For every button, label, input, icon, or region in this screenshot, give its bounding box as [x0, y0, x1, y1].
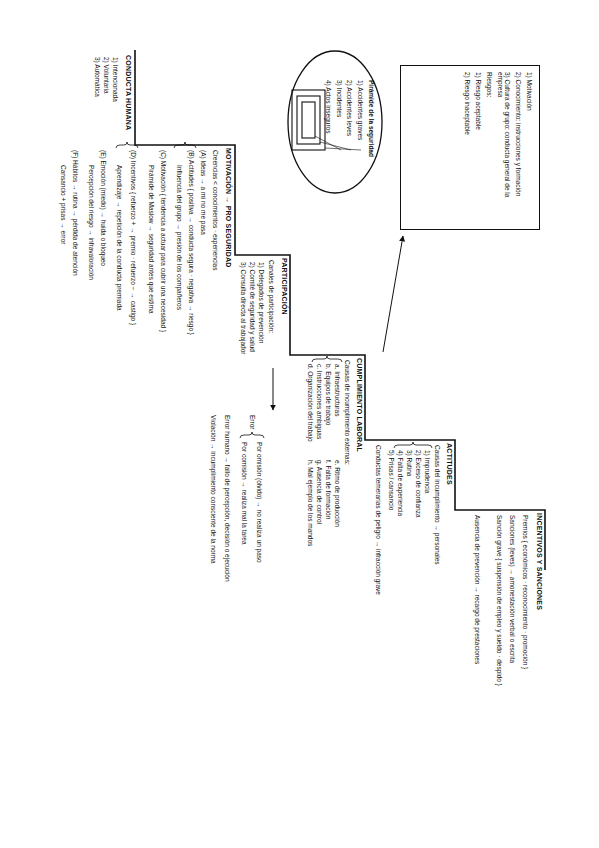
node-text: 1) Accidentes graves	[356, 80, 364, 170]
note-text: 5) Prisas / cansancio	[388, 450, 395, 570]
note-text: 1) Intencionada	[112, 57, 119, 147]
note-text: f. Falta de formación	[325, 460, 332, 560]
note-text: Causas del incumplimiento → personales	[434, 445, 441, 615]
section-heading: INCENTIVOS Y SANCIONES	[535, 513, 543, 643]
node-text: 1) Riesgo aceptable	[474, 72, 482, 223]
note-text: Error	[249, 415, 256, 440]
arrow-line	[273, 368, 274, 410]
note-text: 3) Consulta directa al trabajador	[240, 262, 247, 362]
note-text: Pirámide de Maslow → seguridad antes que…	[148, 165, 155, 365]
note-text: Influencia del grupo → presión de los co…	[176, 165, 183, 365]
curly-brace	[240, 432, 264, 438]
node-text: 1) Motivación	[525, 72, 533, 223]
note-text: 2) Voluntaria	[103, 57, 110, 147]
node-text: 3) Incidentes	[335, 80, 343, 170]
note-text: Creencias < conocimientos · experiencias	[212, 150, 219, 370]
pyramid-level	[292, 90, 325, 150]
note-text: (A) Ideas → a mí no me pasa	[200, 150, 207, 370]
note-text: 2) Exceso de confianza	[415, 450, 422, 570]
node-text: 2) Riesgo inaceptable	[463, 72, 471, 223]
note-text: Error humano → fallo de percepción, deci…	[224, 415, 231, 625]
node-text: 4) Actos inseguros	[324, 80, 332, 170]
note-text: Canales de participación:	[268, 260, 275, 360]
section-heading: CONDUCTA HUMANA	[124, 55, 132, 145]
note-text: Percepción del riesgo → infravaloración	[88, 165, 95, 365]
note-text: Causas de incumplimiento externas:	[344, 360, 351, 520]
section-heading: PARTICIPACIÓN	[280, 258, 288, 348]
summary-box: 1) Motivación2) Conocimiento: instruccio…	[400, 65, 540, 230]
note-text: b. Equipos de trabajo	[325, 364, 332, 454]
curly-brace	[312, 356, 342, 362]
note-text: h. Mal ejemplo de los mandos	[307, 460, 314, 560]
note-text: a. Infraestructuras	[334, 364, 341, 454]
note-text: g. Ausencia de control	[316, 460, 323, 560]
section-heading: MOTIVACIÓN → PRO SEGURIDAD	[224, 148, 232, 298]
note-text: 1) Imprudencia	[424, 450, 431, 570]
curly-brace	[116, 142, 138, 148]
note-text: Ausencia de prevención → recargo de pres…	[474, 515, 481, 745]
note-text: 3) Rutina	[406, 450, 413, 570]
leader-line	[315, 136, 341, 150]
note-text: 4) Falta de experiencia	[397, 450, 404, 570]
note-text: Cansancio + prisas → error	[60, 165, 67, 365]
note-text: Conductas temerarias de peligro → infrac…	[375, 445, 382, 665]
note-text: 2) Comité de seguridad y salud	[249, 262, 256, 362]
pyramid-level	[302, 102, 315, 138]
note-text: (B) Actitudes { positiva → conducta segu…	[188, 150, 195, 370]
note-text: (C) Motivación { tendencia a actuar para…	[160, 150, 167, 370]
note-text: c. Instrucciones ambiguas	[316, 364, 323, 454]
curly-brace	[394, 442, 432, 448]
note-text: (D) Incentivos { refuerzo + → premio · r…	[130, 150, 137, 370]
leader-line	[320, 142, 351, 150]
note-text: (F) Hábitos → rutina → pérdida de atenci…	[72, 150, 79, 370]
note-text: 1) Delegados de prevención	[258, 262, 265, 362]
section-heading: CUMPLIMIENTO LABORAL	[355, 358, 363, 478]
note-text: Sanciones (leves) → amonestación verbal …	[509, 515, 516, 745]
note-text: Premios { económicos · reconocimiento · …	[522, 515, 529, 745]
staircase-line	[135, 50, 545, 570]
note-text: Violación → incumplimiento consciente de…	[210, 415, 217, 625]
arrow-line	[383, 236, 403, 352]
note-text: Por comisión → realiza mal la tarea	[241, 442, 248, 612]
text-holder: Pirámide de la seguridad1) Accidentes gr…	[321, 80, 375, 170]
note-text: (E) Emoción (miedo) → huida o bloqueo	[100, 150, 107, 370]
node-text: Pirámide de la seguridad	[367, 80, 375, 170]
node-text: 3) Cultura de grupo: conducta general de…	[496, 72, 512, 223]
note-text: Por omisión (olvido) → no realiza un pas…	[256, 442, 263, 612]
note-text: Sanción grave { suspensión de empleo y s…	[496, 515, 503, 755]
curly-brace	[174, 142, 196, 148]
circle-outline	[288, 51, 382, 193]
node-text: 2) Conocimiento: instrucciones y formaci…	[514, 72, 522, 223]
note-text: Aprendizaje → repetición de la conducta …	[116, 165, 123, 365]
note-text: e. Ritmo de producción	[334, 460, 341, 560]
note-text: d. Organización del trabajo	[307, 364, 314, 454]
leader-line	[325, 148, 361, 150]
pyramid-circle: Pirámide de la seguridad1) Accidentes gr…	[287, 50, 383, 194]
note-text: 3) Automática	[94, 57, 101, 147]
node-text: Riesgos:	[485, 72, 493, 223]
node-text: 2) Accidentes leves	[346, 80, 354, 170]
section-heading: ACTITUDES	[445, 443, 453, 513]
